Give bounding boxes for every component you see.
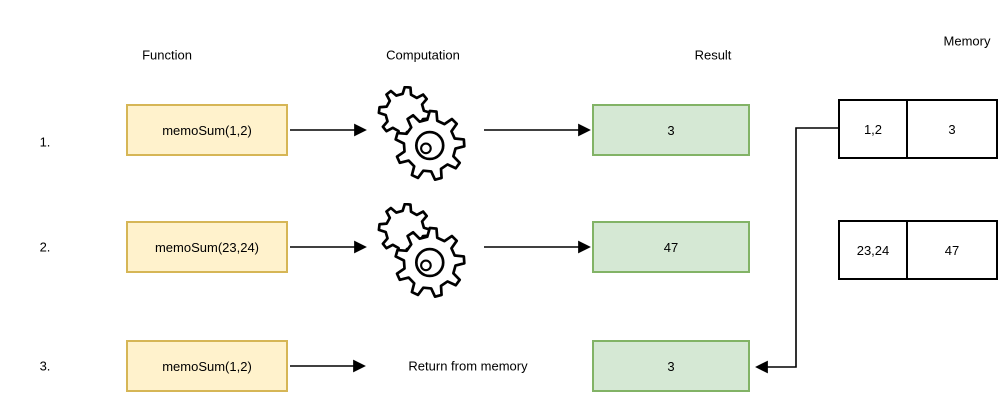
column-header-result: Result <box>694 47 732 63</box>
memory-value: 3 <box>948 121 956 137</box>
result-box-row3: 3 <box>592 340 750 392</box>
result-value: 3 <box>667 122 675 138</box>
row-number-1: 1. <box>39 134 51 150</box>
memory-key: 1,2 <box>840 101 908 157</box>
function-call-label: memoSum(1,2) <box>162 122 252 138</box>
column-header-memory: Memory <box>943 33 991 49</box>
memory-table-entry-1: 1,2 3 <box>838 99 998 159</box>
column-header-computation: Computation <box>386 47 460 63</box>
function-call-box-row2: memoSum(23,24) <box>126 221 288 273</box>
memory-value: 47 <box>944 242 960 258</box>
return-from-memory-label: Return from memory <box>408 358 528 374</box>
memory-key: 23,24 <box>840 222 908 278</box>
function-call-label: memoSum(1,2) <box>162 358 252 374</box>
gears-icon <box>377 203 466 299</box>
function-call-box-row3: memoSum(1,2) <box>126 340 288 392</box>
row-number-3: 3. <box>39 358 51 374</box>
row-number-2: 2. <box>39 239 51 255</box>
result-value: 47 <box>663 239 679 255</box>
function-call-box-row1: memoSum(1,2) <box>126 104 288 156</box>
function-call-label: memoSum(23,24) <box>154 239 260 255</box>
result-value: 3 <box>667 358 675 374</box>
memory-table-entry-2: 23,24 47 <box>838 220 998 280</box>
result-box-row2: 47 <box>592 221 750 273</box>
column-header-function: Function <box>142 47 192 63</box>
arrow-memory-to-result-row3 <box>755 127 838 374</box>
gears-icon <box>377 86 466 182</box>
result-box-row1: 3 <box>592 104 750 156</box>
